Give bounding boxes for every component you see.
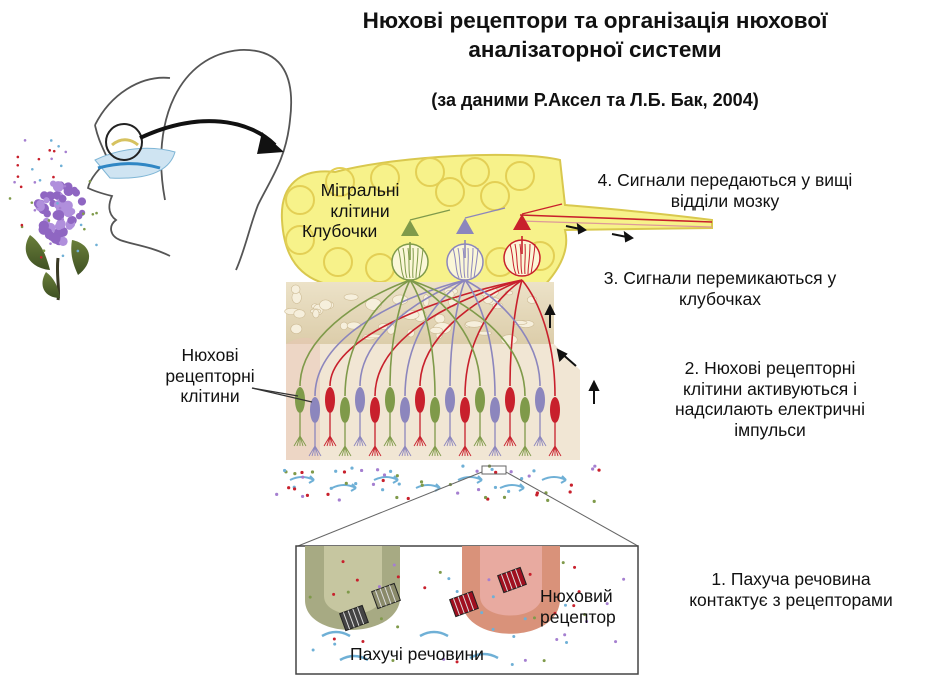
step-3-line-1: 3. Сигнали перемикаються у — [555, 268, 885, 289]
step-2-line-4: імпульси — [650, 420, 890, 441]
step-4-text: 4. Сигнали передаються у вищі відділи мо… — [555, 170, 895, 211]
step-3-text: 3. Сигнали перемикаються у клубочках — [555, 268, 885, 309]
title-line-1: Нюхові рецептори та організація нюхової — [270, 6, 920, 35]
receptor-cells-label: Нюхові рецепторні клітини — [160, 345, 260, 407]
glomeruli-label: Клубочки — [302, 221, 377, 242]
odorants-label: Пахучі речовини — [350, 644, 484, 665]
diagram-subtitle: (за даними Р.Аксел та Л.Б. Бак, 2004) — [270, 90, 920, 111]
zoom-arrow — [140, 121, 275, 145]
step-1-line-1: 1. Пахуча речовина — [660, 569, 922, 590]
title-line-2: аналізаторної системи — [270, 35, 920, 64]
step-1-text: 1. Пахуча речовина контактує з рецептора… — [660, 569, 922, 610]
step-2-line-1: 2. Нюхові рецепторні — [650, 358, 890, 379]
diagram-title: Нюхові рецептори та організація нюхової … — [270, 6, 920, 64]
step-4-line-1: 4. Сигнали передаються у вищі — [555, 170, 895, 191]
step-4-line-2: відділи мозку — [555, 191, 895, 212]
step-2-text: 2. Нюхові рецепторні клітини активуються… — [650, 358, 890, 441]
receptor-label: Нюховий рецептор — [540, 586, 640, 627]
step-3-line-2: клубочках — [555, 289, 885, 310]
zoom-lines — [298, 466, 638, 546]
step-1-line-2: контактує з рецепторами — [660, 590, 922, 611]
step-2-line-2: клітини активуються і — [650, 379, 890, 400]
lilac-flower — [9, 139, 98, 300]
step-2-line-3: надсилають електричні — [650, 399, 890, 420]
mitral-cells-label: Мітральні клітини — [304, 180, 416, 221]
